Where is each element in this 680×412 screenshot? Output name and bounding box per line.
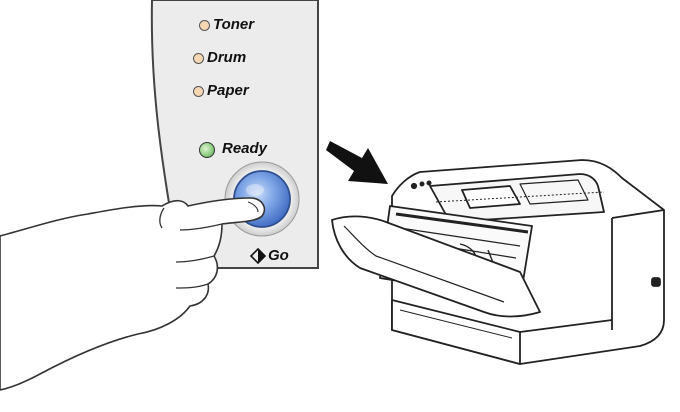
drum-led-icon [193,53,204,64]
hand-finger-crease-3 [175,283,209,289]
go-label: Go [268,247,289,264]
printer-illustration [331,159,665,365]
paper-label: Paper [207,82,249,99]
ready-led-icon [199,142,215,158]
drum-label: Drum [207,49,247,66]
hand-thumb-crease [159,207,165,229]
toner-led-icon [199,20,210,31]
ready-label: Ready [222,140,268,157]
hand-finger-crease-1 [179,223,223,231]
go-symbol-icon [249,247,267,265]
paper-led-icon [193,86,204,97]
hand-finger-crease-2 [175,255,215,263]
toner-label: Toner [213,16,255,33]
hand-fingernail [247,201,259,213]
arrow-icon [326,141,388,184]
